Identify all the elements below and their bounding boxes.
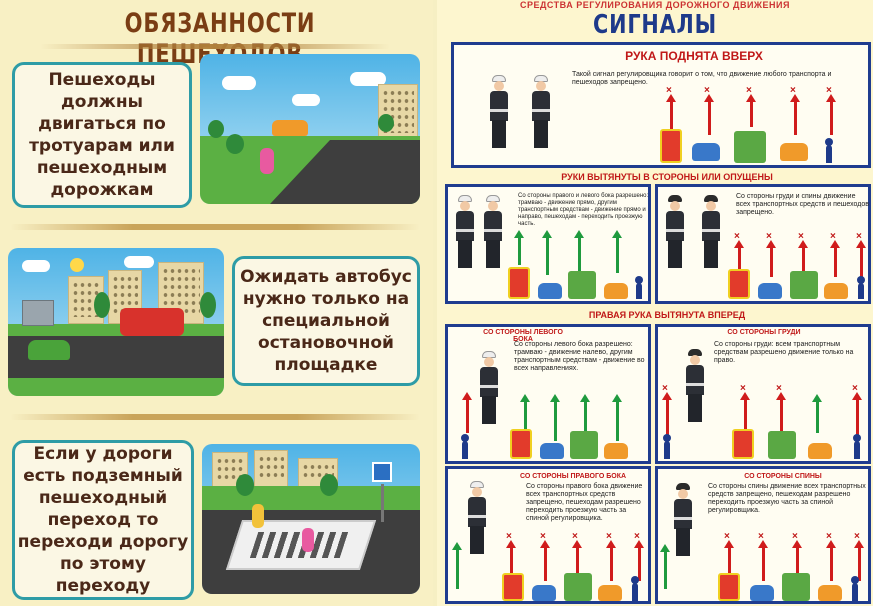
panel-description: Со стороны спины движение всех транспорт…	[708, 483, 866, 514]
pedestrian-duties-poster: ОБЯЗАННОСТИ ПЕШЕХОДОВ Пешеходы должны дв…	[0, 0, 433, 606]
rule-card-underpass: Если у дороги есть подземный пешеходный …	[12, 440, 194, 600]
panel-title: СО СТОРОНЫ СПИНЫ	[744, 473, 822, 480]
panel-description: Со стороны груди: всем транспортным сред…	[714, 341, 854, 364]
signal-panel-right-arm-right-side: СО СТОРОНЫ ПРАВОГО БОКА Со стороны право…	[445, 466, 651, 604]
panel-description: Со стороны правого и левого бока разреше…	[518, 193, 649, 227]
sidewalk-illustration	[200, 54, 420, 204]
signal-panel-arms-side-chest-back: Со стороны груди и спины движение всех т…	[655, 184, 871, 304]
panel-title: РУКА ПОДНЯТА ВВЕРХ	[625, 49, 763, 63]
poster-subtitle: СРЕДСТВА РЕГУЛИРОВАНИЯ ДОРОЖНОГО ДВИЖЕНИ…	[519, 0, 790, 10]
officer-figure	[454, 195, 478, 275]
signal-panel-arms-side-left-right: Со стороны правого и левого бока разреше…	[445, 184, 651, 304]
signal-panel-right-arm-chest: СО СТОРОНЫ ГРУДИ Со стороны груди: всем …	[655, 324, 871, 464]
title-underline	[40, 44, 390, 49]
officer-figure	[530, 75, 554, 155]
panel-description: Такой сигнал регулировщика говорит о том…	[572, 71, 832, 86]
officer-figure	[482, 195, 506, 275]
divider	[10, 224, 420, 230]
section-heading: РУКИ ВЫТЯНУТЫ В СТОРОНЫ ИЛИ ОПУЩЕНЫ	[561, 172, 773, 182]
crossing-illustration	[202, 444, 420, 594]
signal-panel-right-arm-left-side: СО СТОРОНЫ ЛЕВОГО БОКА Со стороны левого…	[445, 324, 651, 464]
panel-title: СО СТОРОНЫ ПРАВОГО БОКА	[519, 473, 627, 480]
panel-title: СО СТОРОНЫ ГРУДИ	[727, 329, 801, 336]
traffic-controller-signals-poster: СРЕДСТВА РЕГУЛИРОВАНИЯ ДОРОЖНОГО ДВИЖЕНИ…	[437, 0, 873, 606]
rule-text: Ожидать автобус нужно только на специаль…	[240, 267, 412, 375]
divider	[10, 414, 420, 420]
bus-stop-illustration	[8, 248, 224, 396]
section-heading: ПРАВАЯ РУКА ВЫТЯНУТА ВПЕРЕД	[588, 310, 746, 320]
panel-description: Со стороны левого бока разрешено: трамва…	[514, 341, 645, 372]
officer-figure	[664, 195, 688, 275]
rule-text: Если у дороги есть подземный пешеходный …	[17, 444, 189, 596]
panel-title: СО СТОРОНЫ ЛЕВОГО БОКА	[483, 329, 563, 343]
rule-card-bus-stop: Ожидать автобус нужно только на специаль…	[232, 256, 420, 386]
officer-figure	[488, 75, 512, 155]
rule-card-sidewalk: Пешеходы должны двигаться по тротуарам и…	[12, 62, 192, 208]
signal-panel-right-arm-back: СО СТОРОНЫ СПИНЫ Со стороны спины движен…	[655, 466, 871, 604]
signal-panel-arm-up: РУКА ПОДНЯТА ВВЕРХ Такой сигнал регулиро…	[451, 42, 871, 168]
officer-figure	[672, 483, 696, 563]
panel-description: Со стороны груди и спины движение всех т…	[736, 193, 869, 216]
officer-figure	[466, 481, 490, 561]
officer-figure	[684, 349, 708, 429]
panel-description: Со стороны правого бока движение всех тр…	[526, 483, 643, 522]
officer-figure	[478, 351, 502, 431]
officer-figure	[700, 195, 724, 275]
rule-text: Пешеходы должны двигаться по тротуарам и…	[29, 70, 175, 200]
